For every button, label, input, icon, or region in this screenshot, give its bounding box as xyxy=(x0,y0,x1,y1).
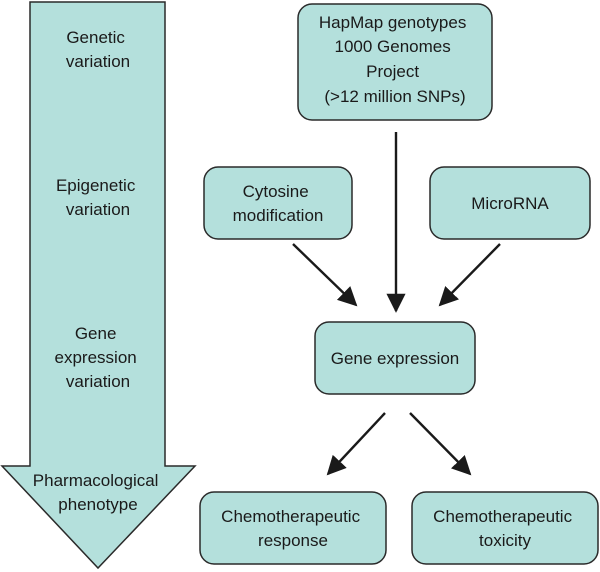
node-hapmap-genotypes: HapMap genotypes 1000 Genomes Project (>… xyxy=(297,3,493,121)
node-microrna: MicroRNA xyxy=(429,166,591,240)
stage-pharmacological-phenotype: Pharmacological phenotype xyxy=(33,471,163,514)
node-chemotherapeutic-toxicity: Chemotherapeutic toxicity xyxy=(411,491,599,565)
svg-text:MicroRNA: MicroRNA xyxy=(471,194,549,213)
node-gene-expression: Gene expression xyxy=(314,321,476,395)
arrow-microrna-to-gene-expression xyxy=(438,243,501,307)
node-cytosine-modification: Cytosine modification xyxy=(203,166,353,240)
stage-gene-expression-variation: Gene expression variation xyxy=(55,324,142,391)
node-chemotherapeutic-response: Chemotherapeutic response xyxy=(199,491,387,565)
svg-text:HapMap genotypes 1000 Ge: HapMap genotypes 1000 Genomes Project (>… xyxy=(319,13,471,106)
svg-text:Cytosine modification: Cytosine modification xyxy=(233,182,324,225)
arrow-gene-expression-to-response xyxy=(326,412,386,476)
svg-text:Chemotherapeutic toxicit: Chemotherapeutic toxicity xyxy=(433,507,577,550)
stage-genetic-variation: Genetic variation xyxy=(66,28,130,71)
arrow-cytosine-to-gene-expression xyxy=(292,243,358,307)
svg-text:Gene expression: Gene expression xyxy=(331,349,460,368)
svg-text:Chemotherapeutic respons: Chemotherapeutic response xyxy=(221,507,365,550)
arrow-gene-expression-to-toxicity xyxy=(409,412,472,476)
stage-epigenetic-variation: Epigenetic variation xyxy=(56,176,140,219)
variation-flow-arrow xyxy=(0,1,197,570)
